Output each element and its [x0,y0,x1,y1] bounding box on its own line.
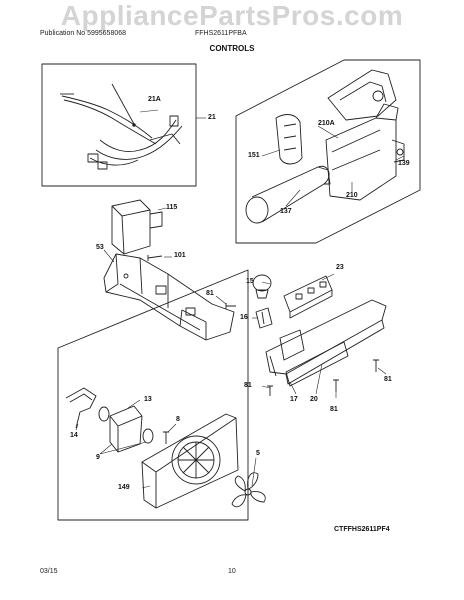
lower-control-housing-drawing [265,299,387,385]
callout-13: 13 [144,396,152,403]
light-bulb-drawing [252,274,272,299]
model-number: FFHS2611PFBA [195,30,247,37]
callout-210A: 210A [318,120,335,127]
screw-81-a [225,303,236,309]
bracket-14-drawing [65,387,97,429]
callout-5: 5 [256,450,260,457]
control-module-drawing [111,199,163,255]
light-lens-drawing [285,341,349,387]
wiring-harness-frame [41,63,197,187]
callout-137: 137 [280,208,292,215]
callout-17: 17 [290,396,298,403]
callout-20: 20 [310,396,318,403]
fan-motor-frame [57,269,249,521]
callout-9: 9 [96,454,100,461]
screw-81-b [267,385,273,396]
callout-21: 21 [208,114,216,121]
watermark: AppliancePartsPros.com [60,0,404,31]
callout-81-b: 81 [244,382,252,389]
filter-housing-drawing [325,103,405,201]
fan-motor-drawing [98,405,154,453]
filter-bracket-drawing [327,69,397,121]
footer-date: 03/15 [40,568,58,575]
callout-21A: 21A [148,96,161,103]
callout-23: 23 [336,264,344,271]
callout-81-d: 81 [384,376,392,383]
callout-115: 115 [166,204,178,211]
callout-14: 14 [70,432,78,439]
screw-101-drawing [147,255,163,261]
callout-139: 139 [398,160,410,167]
filter-housing-frame [235,59,421,244]
light-socket-drawing [255,307,273,329]
callout-101: 101 [174,252,186,259]
callout-53: 53 [96,244,104,251]
section-title: CONTROLS [209,44,255,53]
callout-81-c: 81 [330,406,338,413]
callout-8: 8 [176,416,180,423]
screw-81-c [333,379,339,392]
callout-149: 149 [118,484,130,491]
callout-81-a: 81 [206,290,214,297]
callout-210: 210 [346,192,358,199]
screw-81-d [373,359,379,372]
control-housing-drawing [103,253,235,341]
callout-15: 15 [246,278,254,285]
publication-number: Publication No 5995658068 [40,30,127,37]
drawing-code: CTFFHS2611PF4 [334,526,390,533]
wiring-harness-drawing [60,83,183,170]
screw-8-drawing [163,431,169,444]
fan-shroud-drawing [141,413,239,509]
fan-blade-drawing [231,472,266,508]
callout-16: 16 [240,314,248,321]
filter-cap-drawing [275,114,303,165]
page-number: 10 [228,568,236,575]
control-switch-drawing [283,275,333,319]
callout-151: 151 [248,152,260,159]
